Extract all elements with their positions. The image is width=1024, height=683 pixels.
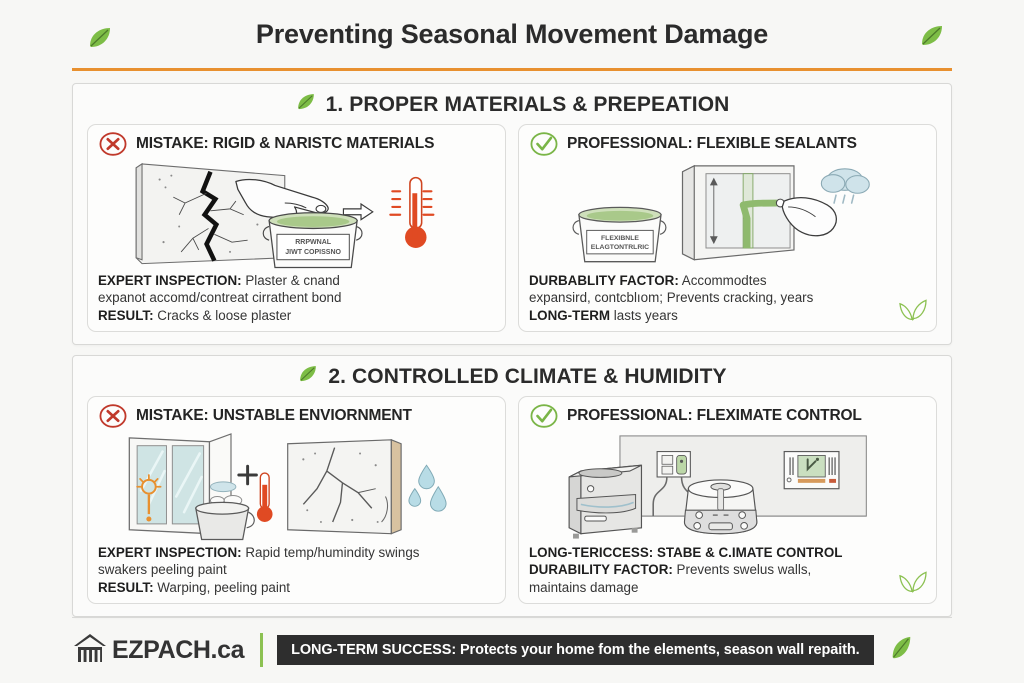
x-circle-icon xyxy=(98,403,128,429)
sealant-can-label-line1: FLEXIBNLE xyxy=(601,235,639,242)
body-label: RESULT: xyxy=(98,579,154,595)
body-line: RESULT: Warping, peeling paint xyxy=(98,579,495,597)
illustration-unstable-environment xyxy=(88,431,505,543)
leaf-icon xyxy=(297,363,319,390)
body-label: DURABILITY FACTOR: xyxy=(529,562,673,577)
body-line: LONG-TERM lasts years xyxy=(529,307,926,325)
body-label: LONG-TERM xyxy=(529,307,611,323)
title-accent-rule xyxy=(72,68,952,71)
illustration-cracked-wall: RRPWNAL JIWT COPISSNO xyxy=(88,159,505,271)
page-title: Preventing Seasonal Movement Damage xyxy=(255,18,769,49)
body-text: Cracks & loose plaster xyxy=(153,307,292,323)
brand-logo[interactable]: EZPACH.ca xyxy=(72,631,244,670)
body-line: DURBABLITY FACTOR: Accommodtes xyxy=(529,272,926,290)
sections-container: 1. PROPER MATERIALS & PREPEATION MISTAKE… xyxy=(0,83,1024,617)
section-1: 1. PROPER MATERIALS & PREPEATION MISTAKE… xyxy=(72,83,952,345)
x-circle-icon xyxy=(98,131,128,157)
section-2-cards: MISTAKE: UNSTABLE ENVIORNMENT xyxy=(73,396,951,616)
card-body: EXPERT INSPECTION: Rapid temp/humindity … xyxy=(88,543,505,604)
body-line: expanot accomd/contreat cirrathent bond xyxy=(98,289,495,307)
body-label: LONG-TERICCESS: STABE & C.IMATE CONTROL xyxy=(529,544,843,560)
section-1-header: 1. PROPER MATERIALS & PREPEATION xyxy=(73,84,951,124)
card-mistake-materials[interactable]: MISTAKE: RIGID & NARISTC MATERIALS xyxy=(87,124,506,332)
leaf-icon xyxy=(295,91,317,118)
section-1-title: 1. PROPER MATERIALS & PREPEATION xyxy=(325,92,730,116)
body-line: RESULT: Cracks & loose plaster xyxy=(98,307,495,325)
card-body: LONG-TERICCESS: STABE & C.IMATE CONTROL … xyxy=(519,543,936,604)
body-line: swakers peeling paint xyxy=(98,561,495,579)
section-2-title: 2. CONTROLLED CLIMATE & HUMIDITY xyxy=(328,364,727,388)
card-title: PROFESSIONAL: FLEXIMATE CONTROL xyxy=(567,407,862,424)
leaf-icon xyxy=(898,568,928,599)
card-professional-climate[interactable]: PROFESSIONAL: FLEXIMATE CONTROL xyxy=(518,396,937,604)
check-circle-icon xyxy=(529,131,559,157)
card-body: DURBABLITY FACTOR: Accommodtes expansird… xyxy=(519,271,936,332)
illustration-flexible-sealant: FLEXIBNLE ELAGTONTRLRIC xyxy=(519,159,936,271)
card-mistake-environment[interactable]: MISTAKE: UNSTABLE ENVIORNMENT xyxy=(87,396,506,604)
body-label: EXPERT INSPECTION: xyxy=(98,544,242,560)
section-2: 2. CONTROLLED CLIMATE & HUMIDITY MISTAKE… xyxy=(72,355,952,617)
section-1-cards: MISTAKE: RIGID & NARISTC MATERIALS xyxy=(73,124,951,344)
card-header: PROFESSIONAL: FLEXIMATE CONTROL xyxy=(519,397,936,431)
paint-can-label-line2: JIWT COPISSNO xyxy=(285,249,341,256)
card-title: MISTAKE: RIGID & NARISTC MATERIALS xyxy=(136,135,435,152)
card-title: PROFESSIONAL: FLEXIBLE SEALANTS xyxy=(567,135,857,152)
body-line: EXPERT INSPECTION: Rapid temp/humindity … xyxy=(98,544,495,562)
body-text: Warping, peeling paint xyxy=(153,579,291,595)
card-header: MISTAKE: RIGID & NARISTC MATERIALS xyxy=(88,125,505,159)
leaf-icon xyxy=(918,22,946,55)
body-label: RESULT: xyxy=(98,307,154,323)
body-line: maintains damage xyxy=(529,579,926,597)
illustration-climate-control xyxy=(519,431,936,543)
brand-name: EZPACH.ca xyxy=(112,635,245,664)
body-text: Rapid temp/humindity swings xyxy=(241,544,420,560)
body-text: lasts years xyxy=(610,307,678,323)
card-title: MISTAKE: UNSTABLE ENVIORNMENT xyxy=(136,407,412,424)
body-text: maintains damage xyxy=(529,579,639,595)
check-circle-icon xyxy=(529,403,559,429)
header: Preventing Seasonal Movement Damage xyxy=(0,0,1024,68)
body-text: expanot accomd/contreat cirrathent bond xyxy=(98,290,342,305)
body-text: Prevents swelus walls, xyxy=(672,562,812,577)
body-line: LONG-TERICCESS: STABE & C.IMATE CONTROL xyxy=(529,544,926,562)
sealant-can-label-line2: ELAGTONTRLRIC xyxy=(591,244,649,251)
footer-divider xyxy=(72,617,952,618)
paint-can-label-line1: RRPWNAL xyxy=(295,239,332,246)
body-label: DURBABLITY FACTOR: xyxy=(529,272,679,288)
section-2-header: 2. CONTROLLED CLIMATE & HUMIDITY xyxy=(73,356,951,396)
leaf-icon xyxy=(86,24,114,57)
footer-banner: LONG-TERM SUCCESS: Protects your home fo… xyxy=(277,635,874,665)
card-professional-sealants[interactable]: PROFESSIONAL: FLEXIBLE SEALANTS FLEXIBNL… xyxy=(518,124,937,332)
leaf-icon xyxy=(898,296,928,327)
house-logo-icon xyxy=(72,631,108,670)
body-label: EXPERT INSPECTION: xyxy=(98,272,242,288)
body-text: Plaster & cnand xyxy=(241,272,340,288)
body-text: swakers peeling paint xyxy=(98,562,227,577)
card-header: PROFESSIONAL: FLEXIBLE SEALANTS xyxy=(519,125,936,159)
footer: EZPACH.ca LONG-TERM SUCCESS: Protects yo… xyxy=(0,617,1024,683)
body-line: expansird, contcblıom; Prevents cracking… xyxy=(529,289,926,307)
leaf-icon xyxy=(888,633,914,668)
body-text: Accommodtes xyxy=(678,272,767,288)
card-body: EXPERT INSPECTION: Plaster & cnand expan… xyxy=(88,271,505,332)
body-line: EXPERT INSPECTION: Plaster & cnand xyxy=(98,272,495,290)
body-line: DURABILITY FACTOR: Prevents swelus walls… xyxy=(529,561,926,579)
card-header: MISTAKE: UNSTABLE ENVIORNMENT xyxy=(88,397,505,431)
body-text: expansird, contcblıom; Prevents cracking… xyxy=(529,290,814,305)
footer-accent-divider xyxy=(260,633,264,667)
